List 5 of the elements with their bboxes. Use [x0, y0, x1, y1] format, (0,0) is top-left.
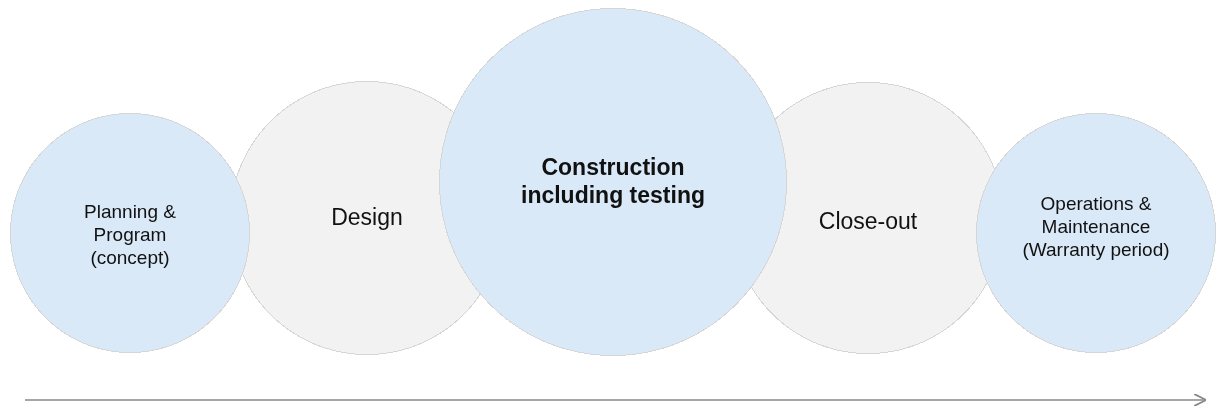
phase-label: Close-out — [817, 208, 919, 236]
phase-label: Planning & Program (concept) — [83, 200, 177, 270]
phase-label: Design — [330, 204, 404, 232]
phase-label: Operations & Maintenance (Warranty period) — [1021, 192, 1171, 262]
phase-label: Construction including testing — [520, 154, 706, 210]
